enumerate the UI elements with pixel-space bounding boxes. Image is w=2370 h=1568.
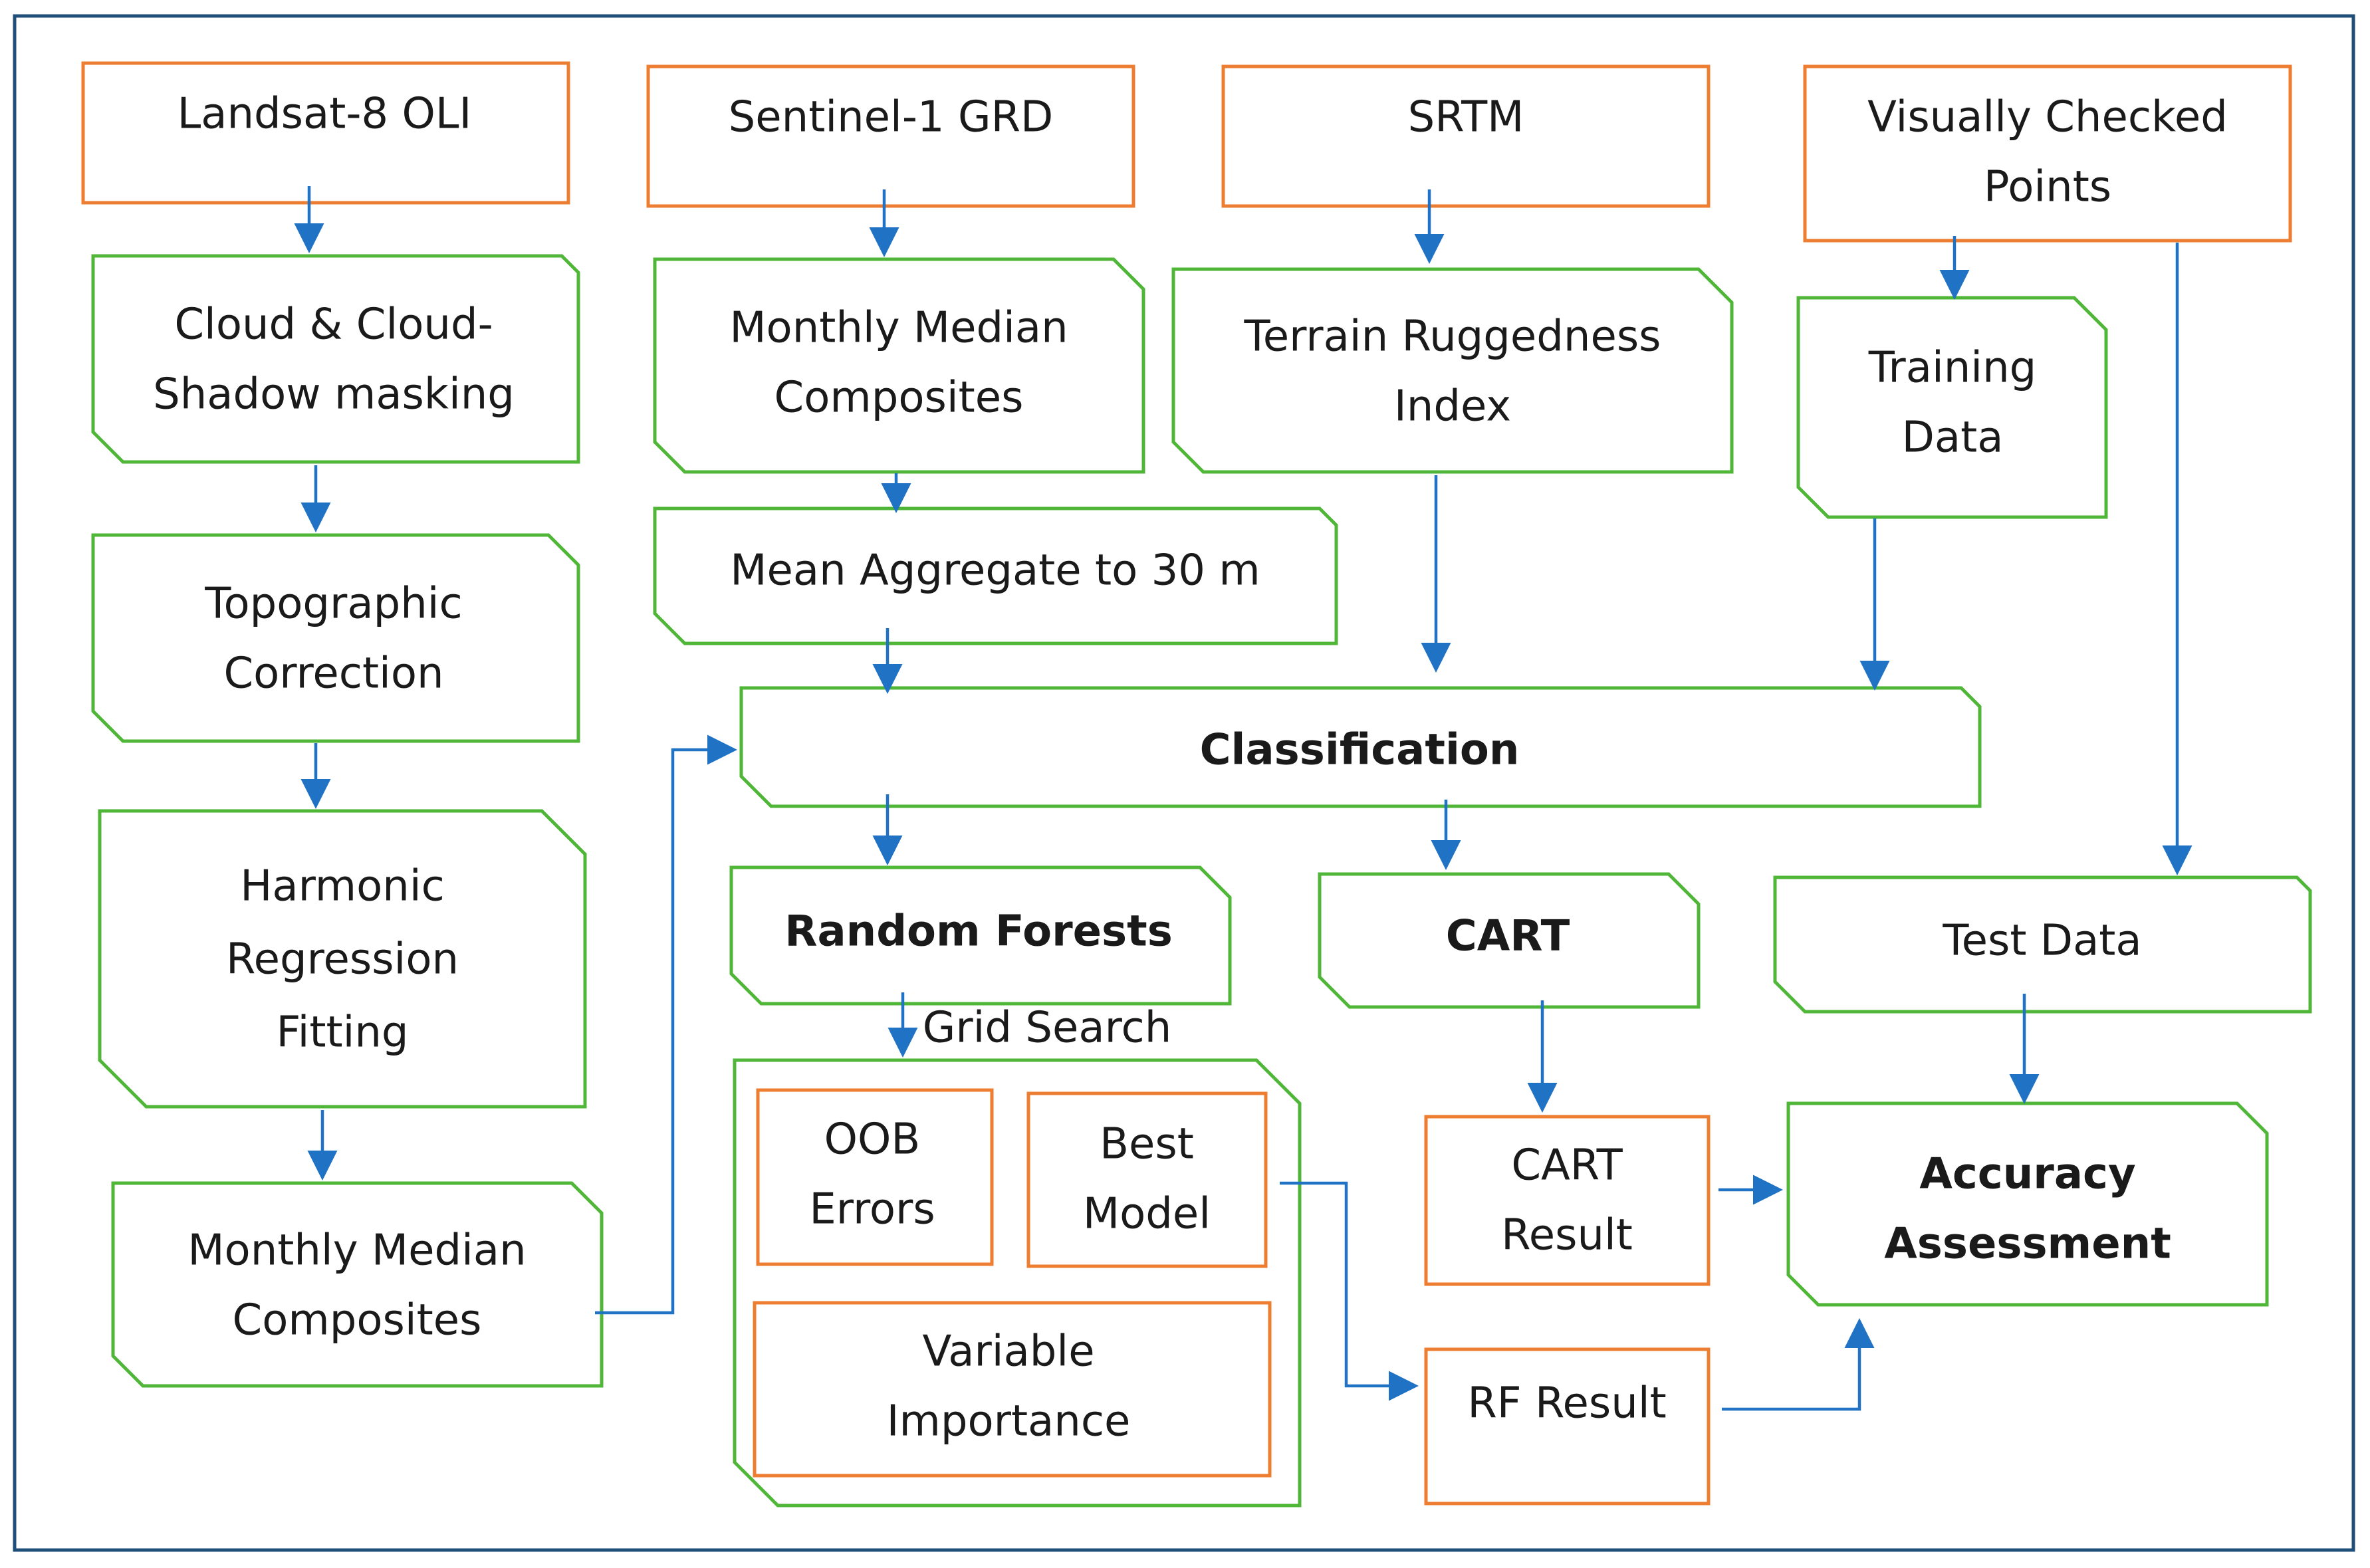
node-sentinel-label: Sentinel-1 GRD <box>729 93 1054 142</box>
node-test-data-label: Test Data <box>1942 917 2141 966</box>
node-cart: CART <box>1318 872 1701 1009</box>
node-training-data-line-2: Data <box>1902 413 2004 463</box>
node-monthly-median-l8: Monthly Median Composites <box>111 1181 604 1388</box>
node-visually-checked-line-1: Visually Checked <box>1867 93 2228 142</box>
node-test-data: Test Data <box>1773 875 2312 1014</box>
node-cart-result-line-2: Result <box>1501 1211 1633 1260</box>
node-accuracy-assessment: Accuracy Assessment <box>1786 1101 2269 1307</box>
node-srtm: SRTM <box>1221 64 1711 208</box>
node-visually-checked: Visually Checked Points <box>1803 64 2292 243</box>
node-oob-errors-line-2: Errors <box>809 1185 935 1234</box>
node-mean-aggregate: Mean Aggregate to 30 m <box>653 506 1338 645</box>
node-harmonic-line-2: Regression <box>226 935 459 984</box>
node-srtm-label: SRTM <box>1408 93 1524 142</box>
node-harmonic: Harmonic Regression Fitting <box>98 809 587 1109</box>
arrow-best-model-to-rf-result <box>1280 1181 1419 1401</box>
node-random-forests: Random Forests <box>729 865 1232 1006</box>
node-classification-label: Classification <box>1200 726 1520 775</box>
node-rf-result-label: RF Result <box>1467 1379 1666 1428</box>
node-best-model: Best Model <box>1026 1091 1268 1268</box>
node-terrain-ruggedness-line-2: Index <box>1394 382 1511 431</box>
node-variable-importance-line-1: Variable <box>922 1327 1094 1377</box>
node-cloud-masking-line-1: Cloud & Cloud- <box>174 300 493 350</box>
arrows <box>294 186 2192 1411</box>
node-landsat: Landsat-8 OLI <box>81 61 570 205</box>
node-variable-importance-line-2: Importance <box>887 1397 1131 1446</box>
node-accuracy-line-1: Accuracy <box>1919 1150 2135 1199</box>
node-cart-result: CART Result <box>1424 1115 1711 1286</box>
node-variable-importance: Variable Importance <box>753 1301 1272 1478</box>
node-topographic: Topographic Correction <box>91 533 580 743</box>
node-oob-errors: OOB Errors <box>756 1088 994 1266</box>
node-cloud-masking-line-2: Shadow masking <box>153 370 515 419</box>
node-sentinel: Sentinel-1 GRD <box>646 64 1135 208</box>
arrow-monthly-l8-to-classification <box>595 734 737 1315</box>
node-cart-label: CART <box>1446 912 1570 961</box>
node-harmonic-line-1: Harmonic <box>240 862 445 911</box>
node-monthly-median-s1-line-1: Monthly Median <box>729 304 1068 353</box>
node-classification: Classification <box>739 686 1982 808</box>
node-best-model-line-2: Model <box>1083 1190 1211 1239</box>
node-terrain-ruggedness: Terrain Ruggedness Index <box>1171 267 1734 474</box>
node-cloud-masking: Cloud & Cloud- Shadow masking <box>91 254 580 464</box>
node-landsat-label: Landsat-8 OLI <box>178 90 472 139</box>
node-training-data: Training Data <box>1796 296 2108 519</box>
node-visually-checked-line-2: Points <box>1984 163 2111 212</box>
node-best-model-line-1: Best <box>1100 1120 1194 1169</box>
node-rf-result: RF Result <box>1424 1347 1711 1506</box>
node-mean-aggregate-label: Mean Aggregate to 30 m <box>730 546 1260 596</box>
node-oob-errors-line-1: OOB <box>824 1115 921 1165</box>
node-monthly-median-l8-line-2: Composites <box>233 1296 482 1345</box>
node-monthly-median-s1: Monthly Median Composites <box>653 257 1145 474</box>
node-terrain-ruggedness-line-1: Terrain Ruggedness <box>1243 312 1661 362</box>
arrow-rf-result-to-accuracy <box>1722 1318 1875 1411</box>
node-cart-result-line-1: CART <box>1511 1141 1623 1190</box>
grid-search-label: Grid Search <box>923 1004 1172 1053</box>
node-monthly-median-s1-line-2: Composites <box>774 374 1024 423</box>
node-random-forests-label: Random Forests <box>784 907 1173 956</box>
node-monthly-median-l8-line-1: Monthly Median <box>187 1226 526 1276</box>
node-topographic-line-2: Correction <box>223 649 443 699</box>
node-topographic-line-1: Topographic <box>204 580 462 629</box>
node-harmonic-line-3: Fitting <box>276 1008 408 1058</box>
node-training-data-line-1: Training <box>1868 344 2037 393</box>
node-accuracy-line-2: Assessment <box>1884 1220 2171 1269</box>
